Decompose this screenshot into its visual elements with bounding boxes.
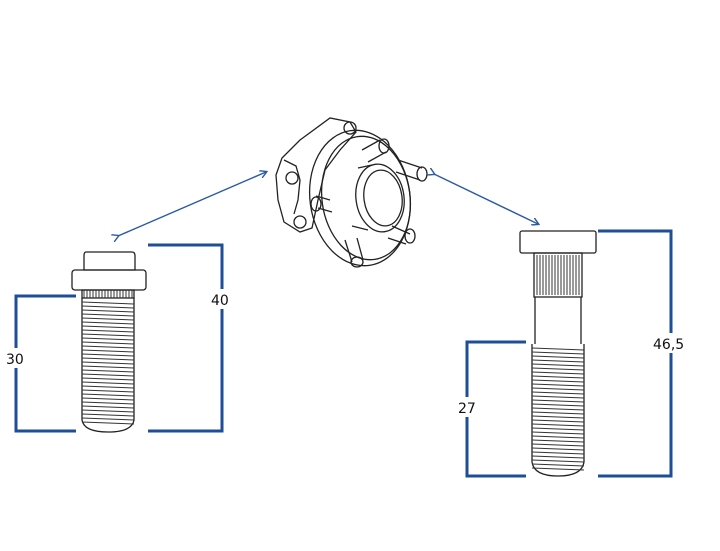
left-stud — [71, 251, 147, 433]
right-stud — [519, 230, 597, 477]
dim-label-left-shank: 30 — [6, 352, 24, 368]
dim-right-overall-bracket — [598, 229, 673, 478]
dim-label-right-overall: 46,5 — [653, 337, 684, 353]
wheel-hub — [275, 117, 428, 268]
dim-label-right-thread: 27 — [458, 401, 476, 417]
dim-left-overall-bracket — [148, 243, 224, 433]
right-stud-splines — [536, 255, 580, 295]
dim-label-left-overall: 40 — [211, 293, 229, 309]
hub-lug-studs — [310, 138, 428, 268]
dimension-labels: 30 40 27 46,5 — [4, 289, 690, 417]
arrow-left-connector — [118, 172, 266, 236]
left-stud-threads — [81, 301, 135, 425]
connector-arrows — [118, 172, 538, 236]
left-stud-knurl — [83, 290, 133, 298]
arrow-right-connector — [434, 174, 538, 224]
right-stud-threads — [531, 347, 585, 471]
